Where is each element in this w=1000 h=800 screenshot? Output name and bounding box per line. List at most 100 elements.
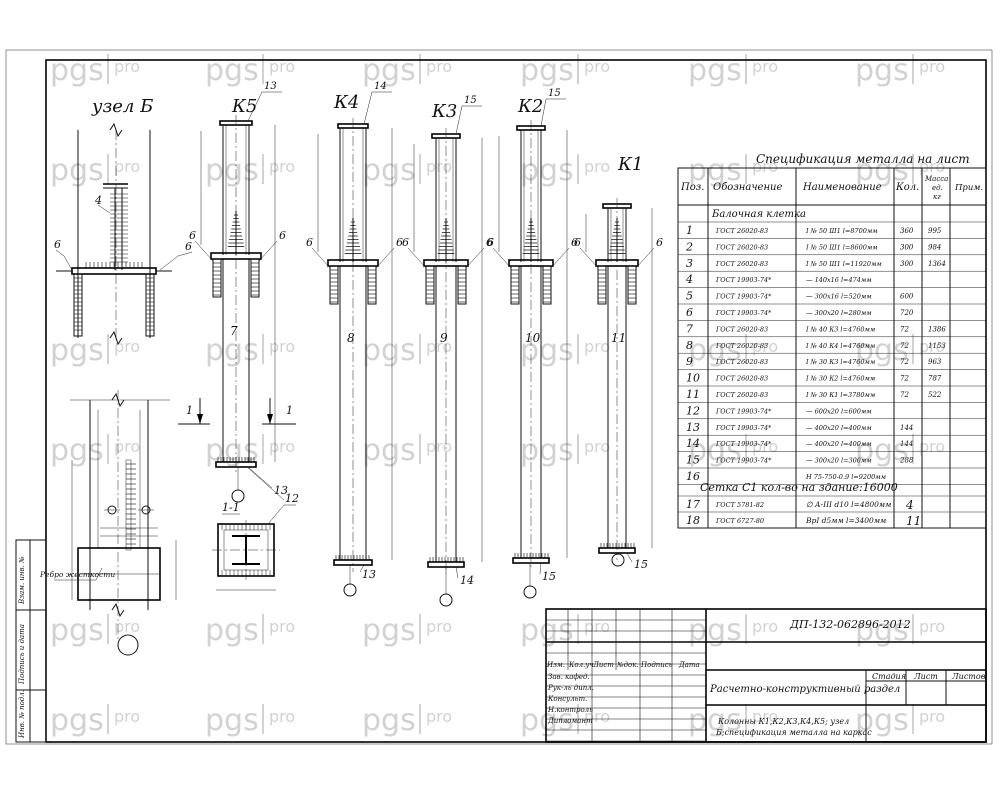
section-label: 1-1: [222, 501, 240, 514]
spec-cell-name: — 400х20 l=400мм: [806, 440, 872, 448]
spec-cell-mass: 1386: [928, 325, 946, 333]
watermark-brand: pgs: [362, 333, 416, 368]
spec-cell-pos: 17: [686, 498, 700, 511]
column-pos-bottom: 15: [542, 570, 556, 583]
spec-cell-doc: ГОСТ 19903-74*: [715, 309, 772, 317]
column-pos-side-left: 6: [189, 229, 196, 242]
column-pos-body: 8: [347, 331, 355, 345]
spec-cell-pos: 12: [686, 404, 700, 417]
watermark-brand: pgs: [362, 53, 416, 88]
spec-h-mass-1: Масса: [924, 175, 948, 183]
watermark-brand: pgs: [50, 433, 104, 468]
column-pos-body: 10: [525, 331, 541, 345]
watermark-suffix: pro: [426, 437, 452, 456]
watermark-suffix: pro: [426, 707, 452, 726]
watermark-suffix: pro: [269, 437, 295, 456]
watermark-brand: pgs: [362, 613, 416, 648]
stamp-header-cell: Дата: [678, 661, 700, 669]
watermark-brand: pgs: [855, 333, 909, 368]
spec-cell-name: I № 30 К2 l=4760мм: [805, 375, 875, 383]
stamp-header-cell: Изм.: [546, 661, 565, 669]
watermark-suffix: pro: [919, 437, 945, 456]
watermark-suffix: pro: [426, 337, 452, 356]
spec-cell-qty: 4: [905, 498, 914, 512]
spec-cell-pos: 9: [686, 355, 693, 368]
side-stamp-sign: Подпись и дата: [18, 624, 26, 685]
spec-cell-pos: 6: [686, 306, 693, 319]
watermark-suffix: pro: [426, 57, 452, 76]
spec-cell-name: I № 30 К1 l=3780мм: [805, 391, 875, 399]
watermark-brand: pgs: [205, 153, 259, 188]
watermark-suffix: pro: [919, 157, 945, 176]
spec-cell-qty: 72: [900, 375, 909, 383]
spec-cell-name: I № 30 К3 l=4760мм: [805, 358, 875, 366]
spec-cell-name: — 300х16 l=520мм: [806, 293, 872, 301]
spec-cell-qty: 300: [900, 260, 914, 268]
column-pos-bottom: 13: [274, 484, 288, 497]
watermark-suffix: pro: [752, 617, 778, 636]
column-label: К5: [231, 96, 257, 117]
watermark-brand: pgs: [362, 153, 416, 188]
stamp-sheet: Лист: [913, 672, 938, 681]
column-pos-side-right: 6: [486, 236, 493, 249]
column-pos-side-right: 6: [396, 236, 403, 249]
stamp-role: Рук-ль дипл.: [547, 684, 594, 692]
watermark-brand: pgs: [205, 53, 259, 88]
side-stamp: Инв. № подл. Подпись и дата Взам. инв. №: [15, 539, 47, 743]
watermark-suffix: pro: [752, 337, 778, 356]
stamp-header-cell: Лист: [592, 661, 614, 669]
watermark-suffix: pro: [919, 707, 945, 726]
spec-cell-doc: ГОСТ 19903-74*: [715, 424, 772, 432]
section-1-1: 1-1 12: [212, 492, 299, 591]
spec-cell-mass: 963: [928, 358, 942, 366]
cut-mark-right: 1: [286, 404, 293, 417]
column-pos-top: 14: [374, 81, 387, 92]
column-pos-body: 9: [440, 331, 448, 345]
column-pos-bottom: 15: [634, 558, 648, 571]
watermark-suffix: pro: [269, 707, 295, 726]
spec-cell-qty: 144: [900, 440, 913, 448]
outer-frame: [5, 49, 993, 745]
spec-h-qty: Кол.: [895, 182, 919, 193]
spec-cell-qty: 600: [900, 293, 914, 301]
column-pos-top: 13: [264, 81, 277, 92]
stamp-stage: Стадия: [872, 672, 906, 681]
watermark-suffix: pro: [114, 617, 140, 636]
stamp-code: ДП-132-062896-2012: [789, 618, 911, 631]
watermark-brand: pgs: [520, 333, 574, 368]
spec-cell-name: — 140х16 l=474мм: [806, 276, 872, 284]
column-pos-side-left: 6: [306, 236, 313, 249]
stamp-section-title: Расчетно-конструктивный раздел: [709, 684, 900, 695]
node-pos-6-left: 6: [54, 238, 61, 251]
watermark-suffix: pro: [919, 337, 945, 356]
watermark-suffix: pro: [114, 707, 140, 726]
watermark-brand: pgs: [855, 53, 909, 88]
watermark-brand: pgs: [205, 613, 259, 648]
cut-marks: 1 1: [178, 398, 296, 425]
spec-cell-pos: 10: [686, 372, 700, 385]
column-pos-side-left: 6: [402, 236, 409, 249]
watermark-brand: pgs: [520, 703, 574, 738]
watermark-brand: pgs: [855, 703, 909, 738]
spec-cell-pos: 2: [685, 240, 693, 253]
watermark-brand: pgs: [205, 333, 259, 368]
spec-cell-mass: 984: [928, 243, 941, 251]
watermark-brand: pgs: [205, 703, 259, 738]
spec-cell-doc: ГОСТ 26020-83: [715, 342, 768, 350]
spec-title: Спецификация металла на лист: [756, 152, 970, 166]
column-pos-bottom: 14: [460, 574, 474, 587]
watermark-suffix: pro: [269, 337, 295, 356]
spec-h-note: Прим.: [954, 183, 983, 193]
watermark-suffix: pro: [269, 57, 295, 76]
spec-cell-name: I № 50 Ш1 l=8600мм: [805, 243, 878, 251]
